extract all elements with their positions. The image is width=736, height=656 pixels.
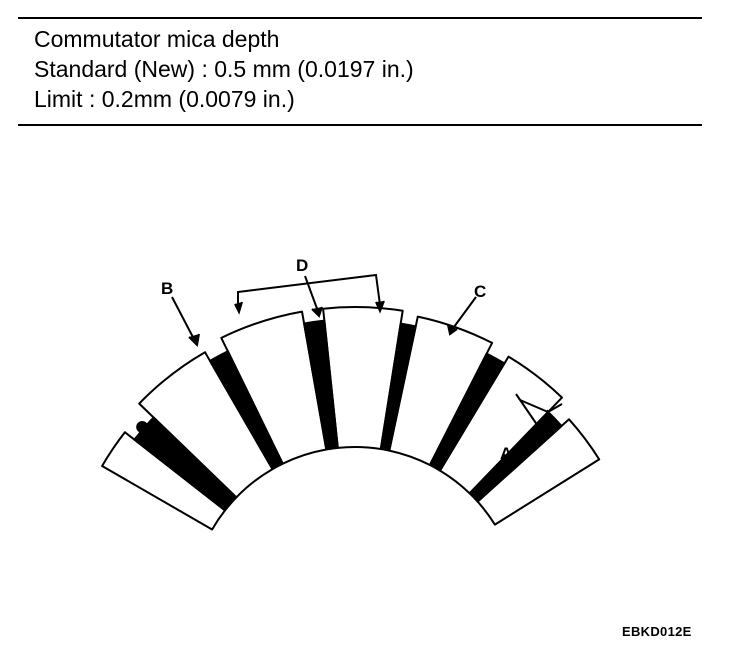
arrow-b [188, 333, 200, 348]
dim-a-ext2 [539, 409, 549, 433]
commutator-segment [138, 351, 274, 499]
mica-insulator [209, 350, 284, 471]
commutator-sectors [101, 306, 601, 531]
mica-insulator [133, 416, 238, 512]
top-rule [18, 17, 702, 19]
dim-a-ext1 [519, 399, 549, 413]
arrow-d-left [234, 301, 243, 315]
arrow-d-right [375, 300, 385, 314]
leader-b [171, 296, 197, 344]
leader-c [450, 296, 477, 332]
label-c: C [474, 282, 486, 301]
arrow-c [447, 324, 458, 336]
leader-a [518, 433, 541, 448]
spec-standard: Standard (New) : 0.5 mm (0.0197 in.) [34, 56, 414, 82]
mica-insulator [379, 322, 417, 452]
leader-d [304, 275, 320, 315]
spec-limit: Limit : 0.2mm (0.0079 in.) [34, 86, 295, 112]
commutator-segment [388, 315, 494, 466]
commutator-segment [220, 310, 328, 465]
commutator-segment [439, 355, 563, 495]
spec-block: Commutator mica depth Standard (New) : 0… [34, 24, 414, 114]
label-b: B [161, 279, 173, 298]
label-a: A [500, 444, 512, 463]
commutator-segment [476, 418, 601, 526]
arrow-d [311, 306, 323, 318]
label-d: D [296, 256, 308, 275]
mica-insulator [303, 319, 339, 451]
mica-insulator [428, 352, 506, 472]
dim-a-tick [547, 403, 563, 413]
spec-title: Commutator mica depth [34, 26, 280, 52]
commutator-segment [101, 431, 226, 531]
mica-edge [136, 421, 149, 433]
figure-code: EBKD012E [622, 624, 692, 639]
commutator-segment [322, 306, 404, 450]
bracket-d [237, 273, 381, 307]
bottom-rule [18, 124, 702, 126]
leader-lines [171, 273, 563, 448]
